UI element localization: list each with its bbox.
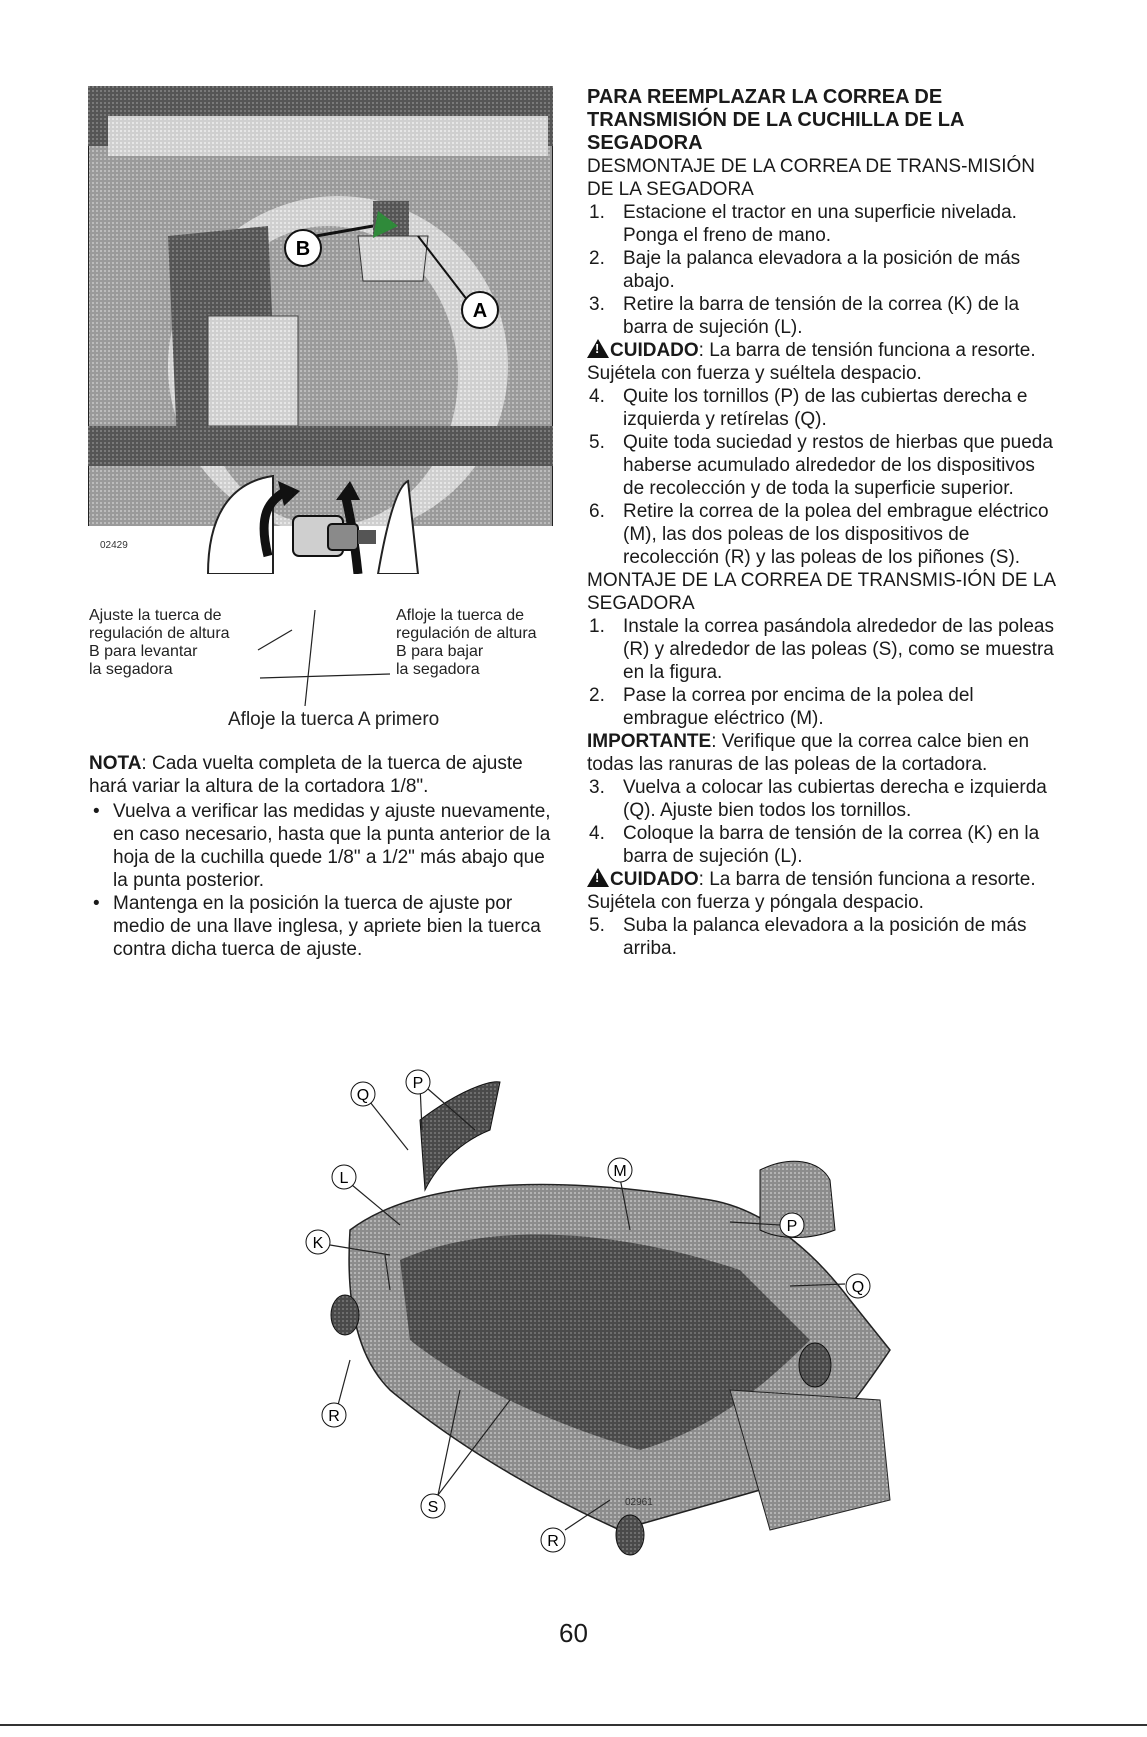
figure-code: 02429 — [100, 540, 128, 551]
step: 1.Instale la correa pasándola alrededor … — [589, 616, 1054, 683]
callout-a: A — [417, 235, 499, 329]
install-steps-final: 5.Suba la palanca elevadora a la posició… — [587, 914, 1057, 960]
caution-note: CUIDADO: La barra de tensión funciona a … — [587, 868, 1057, 914]
install-steps: 1.Instale la correa pasándola alrededor … — [587, 615, 1057, 730]
section-heading: PARA REEMPLAZAR LA CORREA DE TRANSMISIÓN… — [587, 86, 964, 154]
svg-text:R: R — [547, 1533, 559, 1550]
warning-icon — [587, 868, 609, 887]
svg-text:Q: Q — [852, 1279, 864, 1296]
install-steps-continued: 3.Vuelva a colocar las cubiertas derecha… — [587, 776, 1057, 868]
step: 6.Retire la correa de la polea del embra… — [589, 501, 1049, 568]
nut-arrows-icon — [259, 481, 376, 574]
removal-steps-continued: 4.Quite los tornillos (P) de las cubiert… — [587, 385, 1057, 569]
adjustment-nut-photo: 02429 B A — [88, 86, 553, 574]
svg-text:P: P — [787, 1218, 798, 1235]
svg-text:L: L — [340, 1170, 349, 1187]
svg-text:A: A — [473, 300, 487, 322]
belt-replacement-instructions: PARA REEMPLAZAR LA CORREA DE TRANSMISIÓN… — [587, 86, 1057, 960]
step: 3.Retire la barra de tensión de la corre… — [589, 294, 1020, 338]
note-block: NOTA: Cada vuelta completa de la tuerca … — [89, 752, 559, 961]
label-l: L — [331, 1164, 357, 1190]
important-note: IMPORTANTE: Verifique que la correa calc… — [587, 731, 1030, 775]
callout-b: B — [284, 211, 398, 267]
label-r-bottom: R — [540, 1527, 566, 1553]
step: 5.Quite toda suciedad y restos de hierba… — [589, 432, 1053, 499]
note-bullet: Vuelva a verificar las medidas y ajuste … — [89, 800, 559, 892]
label-q: Q — [350, 1081, 376, 1107]
caption-leader-lines — [257, 609, 391, 707]
svg-text:K: K — [313, 1235, 324, 1252]
caption-lower-mower: Afloje la tuerca de regulación de altura… — [396, 607, 537, 678]
removal-steps: 1.Estacione el tractor en una superficie… — [587, 201, 1057, 339]
removal-title: DESMONTAJE DE LA CORREA DE TRANS-MISIÓN … — [587, 156, 1035, 200]
mower-deck-diagram: 02961 Q P L M K P Q R S — [290, 1060, 930, 1560]
step: 4.Coloque la barra de tensión de la corr… — [589, 823, 1040, 867]
label-p-right: P — [779, 1212, 805, 1238]
label-k: K — [305, 1229, 331, 1255]
figure-code: 02961 — [625, 1497, 653, 1508]
note-paragraph: NOTA: Cada vuelta completa de la tuerca … — [89, 753, 523, 797]
label-q-right: Q — [845, 1273, 871, 1299]
step: 4.Quite los tornillos (P) de las cubiert… — [589, 386, 1028, 430]
step: 1.Estacione el tractor en una superficie… — [589, 202, 1017, 246]
svg-text:M: M — [613, 1163, 626, 1180]
caption-loosen-nut-a: Afloje la tuerca A primero — [228, 709, 440, 730]
label-r: R — [321, 1402, 347, 1428]
step: 5.Suba la palanca elevadora a la posició… — [589, 915, 1027, 959]
page-number: 60 — [559, 1618, 588, 1648]
svg-text:S: S — [428, 1499, 439, 1516]
step: 3.Vuelva a colocar las cubiertas derecha… — [589, 777, 1047, 821]
svg-text:R: R — [328, 1408, 340, 1425]
part-labels: Q P L M K P Q R S R — [305, 1069, 871, 1553]
svg-text:Q: Q — [357, 1087, 369, 1104]
install-title: MONTAJE DE LA CORREA DE TRANSMIS-IÓN DE … — [587, 570, 1056, 614]
step: 2.Pase la correa por encima de la polea … — [589, 685, 974, 729]
warning-icon — [587, 339, 609, 358]
label-s: S — [420, 1493, 446, 1519]
label-p: P — [405, 1069, 431, 1095]
note-bullet: Mantenga en la posición la tuerca de aju… — [89, 892, 559, 961]
bottom-rule — [0, 1724, 1147, 1726]
step: 2.Baje la palanca elevadora a la posició… — [589, 248, 1021, 292]
label-m: M — [607, 1157, 633, 1183]
caption-raise-mower: Ajuste la tuerca de regulación de altura… — [89, 607, 230, 678]
svg-text:P: P — [413, 1075, 424, 1092]
caution-note: CUIDADO: La barra de tensión funciona a … — [587, 339, 1057, 385]
svg-text:B: B — [296, 238, 310, 260]
